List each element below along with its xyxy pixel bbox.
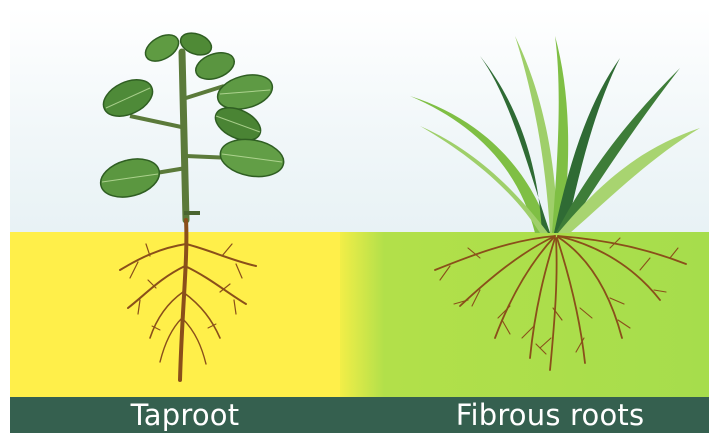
taproot-root-system [120,220,256,380]
taproot-label: Taproot [70,399,300,431]
fibrous-grass-blades [410,36,700,233]
taproot-leaves [96,29,286,203]
fibrous-plant [410,36,700,370]
fibrous-root-system [435,236,686,370]
taproot-plant [96,29,286,380]
fibrous-roots-label: Fibrous roots [420,399,680,431]
plants-drawing [10,8,709,397]
illustration-frame: Taproot Fibrous roots [10,8,709,433]
